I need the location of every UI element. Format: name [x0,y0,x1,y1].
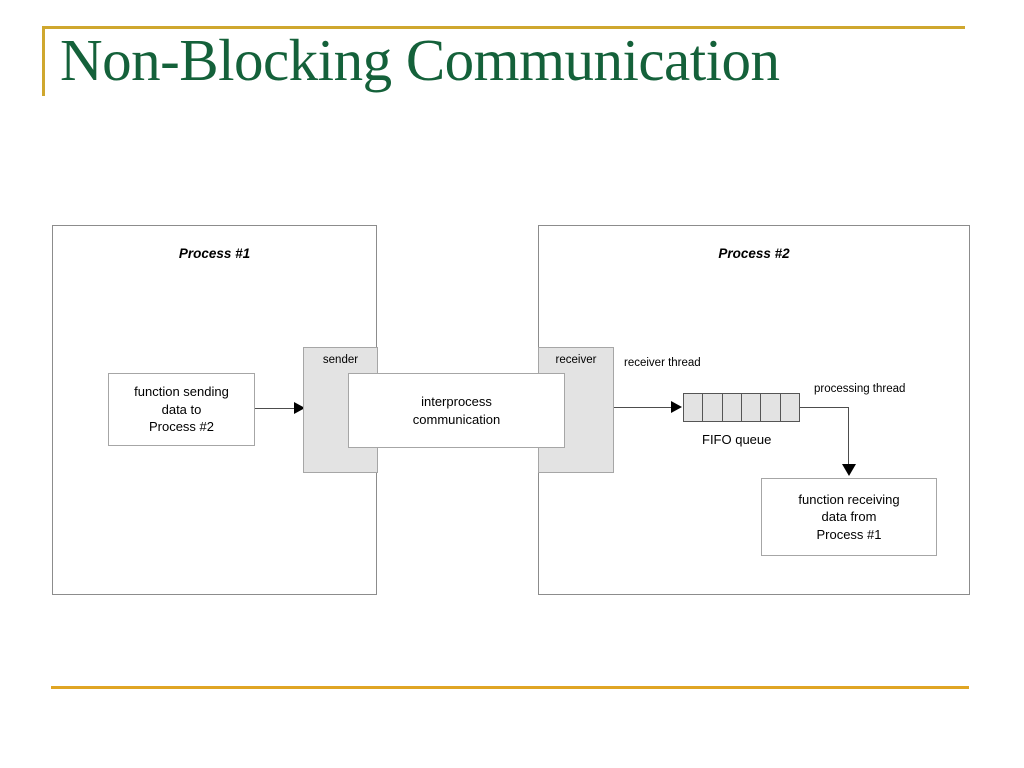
process-1-label: Process #1 [178,246,251,261]
interprocess-communication-box: interprocess communication [348,373,565,448]
arrow-queue-down-segment [848,407,849,469]
arrow-receiver-queue-line [614,407,676,408]
arrow-queue-head [842,464,856,476]
arrow-queue-right-segment [800,407,849,408]
footer-rule [51,686,969,689]
receiver-thread-label: receiver thread [624,357,701,369]
process-2-label: Process #2 [718,246,790,261]
queue-cell [781,394,799,421]
sending-function-label: function sending data to Process #2 [134,384,229,435]
fifo-queue [683,393,800,422]
queue-cell [761,394,781,421]
queue-cell [684,394,704,421]
title-left-rule [42,26,45,96]
sender-label: sender [322,354,359,366]
queue-cell [703,394,723,421]
interprocess-communication-label: interprocess communication [412,393,501,427]
queue-cell [723,394,742,421]
fifo-queue-label: FIFO queue [702,432,772,447]
page-title: Non-Blocking Communication [60,27,780,93]
sending-function-box: function sending data to Process #2 [108,373,255,446]
arrow-send-line [255,408,299,409]
sender-block: sender [303,347,378,473]
receiving-function-label: function receiving data from Process #1 [798,491,900,542]
receiver-label: receiver [555,354,597,366]
arrow-receiver-queue-head [671,401,682,413]
queue-cell [742,394,762,421]
title-top-rule [42,26,965,29]
arrow-send-head [294,402,305,414]
processing-thread-label: processing thread [814,383,906,395]
receiving-function-box: function receiving data from Process #1 [761,478,937,556]
